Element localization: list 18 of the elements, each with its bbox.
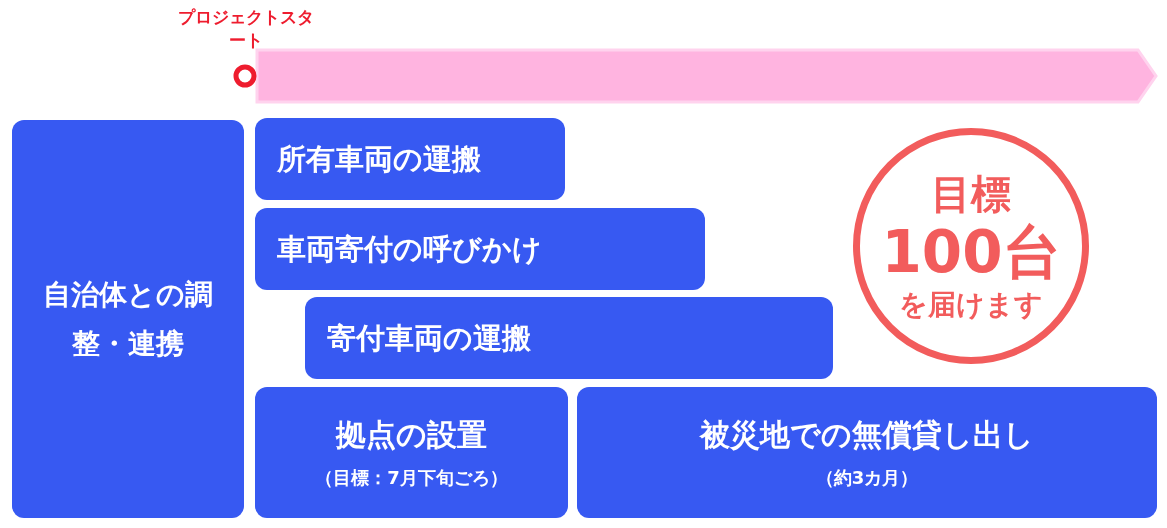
box-subtitle: （目標：7月下旬ごろ） xyxy=(314,466,509,489)
task-box xyxy=(255,208,705,290)
box-title: 被災地での無償貸し出し xyxy=(698,416,1035,453)
goal-heading: 目標 xyxy=(931,170,1011,219)
task-box xyxy=(305,297,833,379)
box-title: 自治体との調整・連携 xyxy=(42,277,214,362)
box-title: 所有車両の運搬 xyxy=(277,141,482,177)
task-box xyxy=(255,387,568,518)
task-box xyxy=(12,120,244,518)
task-box xyxy=(255,118,565,200)
box-title: 寄付車両の運搬 xyxy=(327,320,532,356)
box-title: 車両寄付の呼びかけ xyxy=(277,231,543,267)
goal-text: を届けます xyxy=(899,288,1043,322)
goal-number: 100台 xyxy=(881,218,1061,288)
box-title: 拠点の設置 xyxy=(334,416,488,453)
task-box xyxy=(577,387,1157,518)
box-subtitle: （約3カ月） xyxy=(814,466,920,489)
start-label: プロジェクトスタート xyxy=(178,6,314,52)
